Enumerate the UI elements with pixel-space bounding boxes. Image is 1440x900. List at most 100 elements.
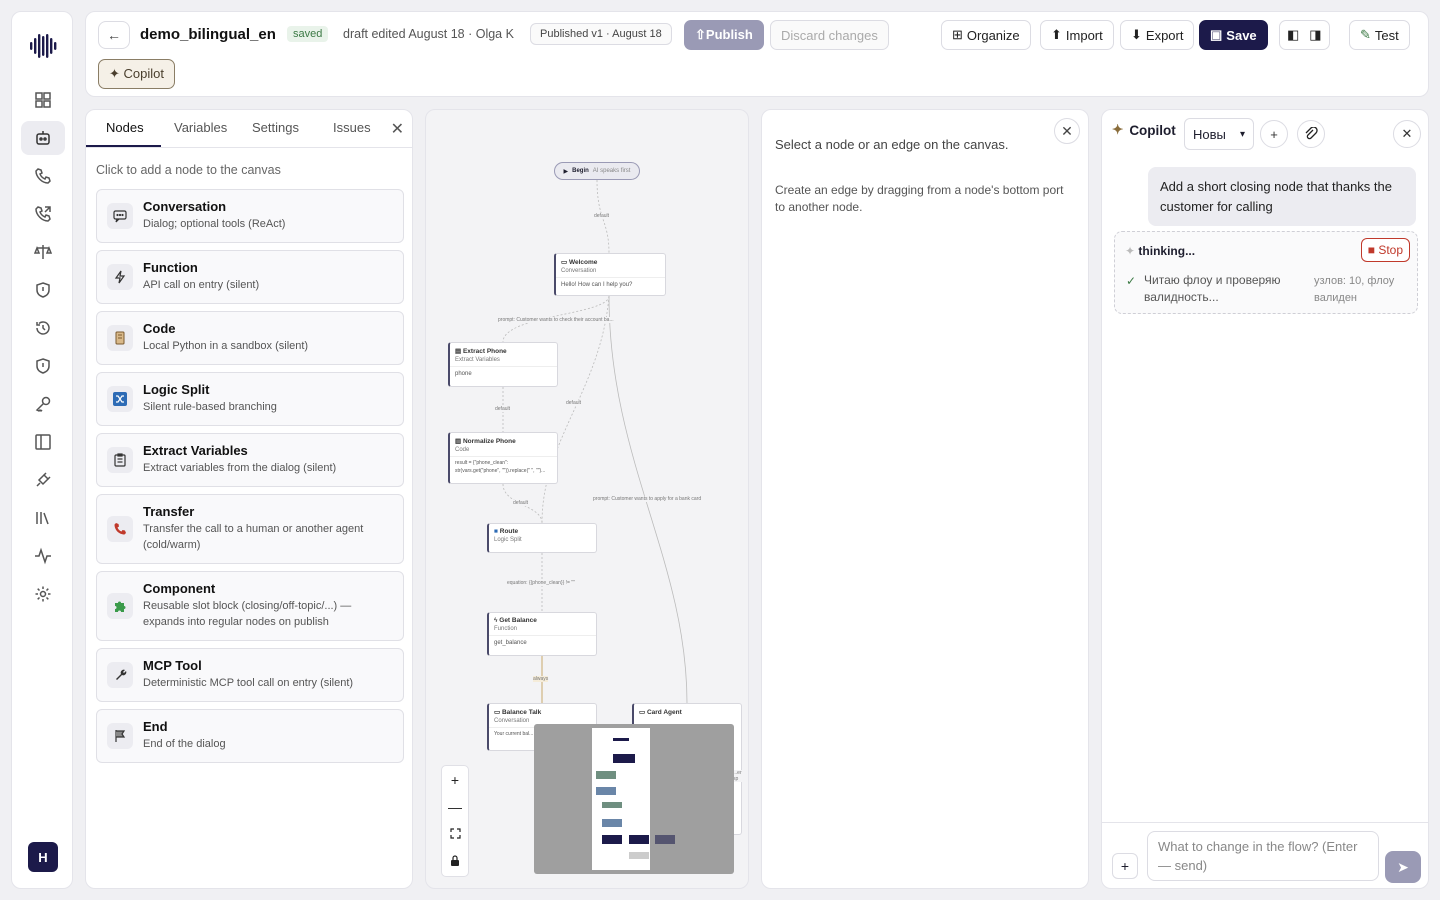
right-panel-toggle-icon[interactable]: ◨ [1309,27,1322,42]
fit-screen-icon[interactable] [442,820,468,847]
check-icon: ✓ [1126,274,1137,288]
edge-label[interactable]: equation: {{phone_clean}} != "" [507,580,575,586]
canvas-node-title: Balance Talk [501,709,542,716]
nav-calls[interactable] [21,159,65,193]
close-icon[interactable]: ✕ [1054,118,1080,144]
copilot-input[interactable]: What to change in the flow? (Enter — sen… [1147,831,1379,881]
attach-button[interactable]: + [1112,853,1138,879]
nav-dashboard[interactable] [21,83,65,117]
left-panel-toggle-icon[interactable]: ◧ [1287,27,1300,42]
flow-canvas[interactable]: ▶ Begin AI speaks first default ▭ Welcom… [425,109,749,889]
send-button[interactable]: ➤ [1385,851,1421,883]
nav-guard[interactable] [21,349,65,383]
edge-label[interactable]: ...er sp [733,770,748,782]
logo-icon [30,34,57,58]
pencil-icon: ✎ [1360,27,1371,42]
node-type-desc: Extract variables from the dialog (silen… [143,462,337,475]
edge-label[interactable]: prompt: Customer wants to check their ac… [498,317,614,323]
nav-layout[interactable] [21,425,65,459]
nav-outbound[interactable] [21,197,65,231]
tab-issues[interactable]: Issues [333,120,371,135]
nav-keys[interactable] [21,387,65,421]
nav-tools[interactable] [21,463,65,497]
minimap-viewport[interactable] [592,728,650,870]
nav-settings[interactable] [21,577,65,611]
stop-button[interactable]: ■ Stop [1360,238,1410,262]
canvas-node-extract-phone[interactable]: ▤ Extract Phone Extract Variables phone [448,342,558,387]
close-icon[interactable]: ✕ [390,121,404,138]
avatar[interactable]: H [28,842,58,872]
phone-icon [107,516,133,542]
import-button[interactable]: ⬆Import [1040,20,1114,50]
chat-icon: ▭ [639,709,646,716]
import-label: Import [1065,27,1103,43]
canvas-node-get-balance[interactable]: ϟ Get Balance Function get_balance [487,612,597,656]
new-session-button[interactable]: + [1260,120,1288,148]
save-button[interactable]: ▣Save [1199,20,1268,50]
back-button[interactable]: ← [98,21,130,49]
grid-icon: ⊞ [952,27,963,42]
flow-title: demo_bilingual_en [140,26,276,43]
minimap-node [613,738,629,741]
edge-label[interactable]: default [594,213,610,219]
nav-security[interactable] [21,273,65,307]
zoom-in-button[interactable]: + [450,771,460,788]
canvas-node-normalize-phone[interactable]: ▥ Normalize Phone Code result = {"phone_… [448,432,558,484]
close-icon[interactable]: ✕ [1393,120,1421,148]
canvas-node-type: Conversation [494,718,530,724]
thinking-label: ✦ thinking... [1125,244,1195,258]
nav-compliance[interactable] [21,235,65,269]
export-button[interactable]: ⬇Export [1120,20,1195,50]
edge-welcome-route [541,295,610,524]
chat-icon [107,203,133,229]
nav-library[interactable] [21,501,65,535]
edge-label[interactable]: default [566,400,582,406]
discard-changes-button[interactable]: Discard changes [770,20,889,50]
chevron-down-icon: ▾ [1239,128,1245,140]
zoom-out-button[interactable]: — [448,798,462,815]
test-button[interactable]: ✎Test [1349,20,1410,50]
tab-nodes[interactable]: Nodes [106,120,144,135]
draft-info: draft edited August 18 · Olga K [343,27,514,41]
canvas-node-route[interactable]: ■ Route Logic Split [487,523,597,553]
canvas-minimap[interactable] [534,724,734,874]
edge-label[interactable]: prompt: Customer wants to apply for a ba… [593,496,702,502]
copilot-button[interactable]: ✦ Copilot [98,59,175,89]
tab-variables[interactable]: Variables [174,120,228,135]
edge-label[interactable]: default [495,406,511,412]
session-value: Новы [1193,126,1226,142]
panel-icon [35,434,51,450]
edge-label[interactable]: default [513,500,529,506]
publish-button[interactable]: ⇧Publish [684,20,764,50]
edge-label[interactable]: always [533,676,549,682]
nav-history[interactable] [21,311,65,345]
tab-settings[interactable]: Settings [252,120,299,135]
canvas-node-title: Get Balance [499,617,537,624]
edge-welcome-card [608,295,688,704]
copilot-panel: ✦ Copilot Новы ▾ + ✕ Add a short closing… [1101,109,1429,889]
robot-icon [36,131,50,145]
lock-icon[interactable] [442,847,468,874]
download-icon: ⬇ [1131,27,1142,42]
canvas-node-type: Conversation [561,268,597,274]
copilot-session-select[interactable]: Новы ▾ [1184,118,1254,150]
canvas-node-begin[interactable]: ▶ Begin AI speaks first [554,162,640,180]
attach-icon[interactable] [1297,120,1325,148]
nav-analytics[interactable] [21,539,65,573]
published-version-pill: Published v1 · August 18 [530,23,672,45]
canvas-node-welcome[interactable]: ▭ Welcome Conversation Hello! How can I … [554,253,666,296]
step-text: Читаю флоу и проверяю валидность... [1144,273,1281,305]
node-type-name: End [143,719,168,735]
activity-icon [35,547,51,565]
organize-button[interactable]: ⊞Organize [941,20,1031,50]
nav-agents[interactable] [21,121,65,155]
